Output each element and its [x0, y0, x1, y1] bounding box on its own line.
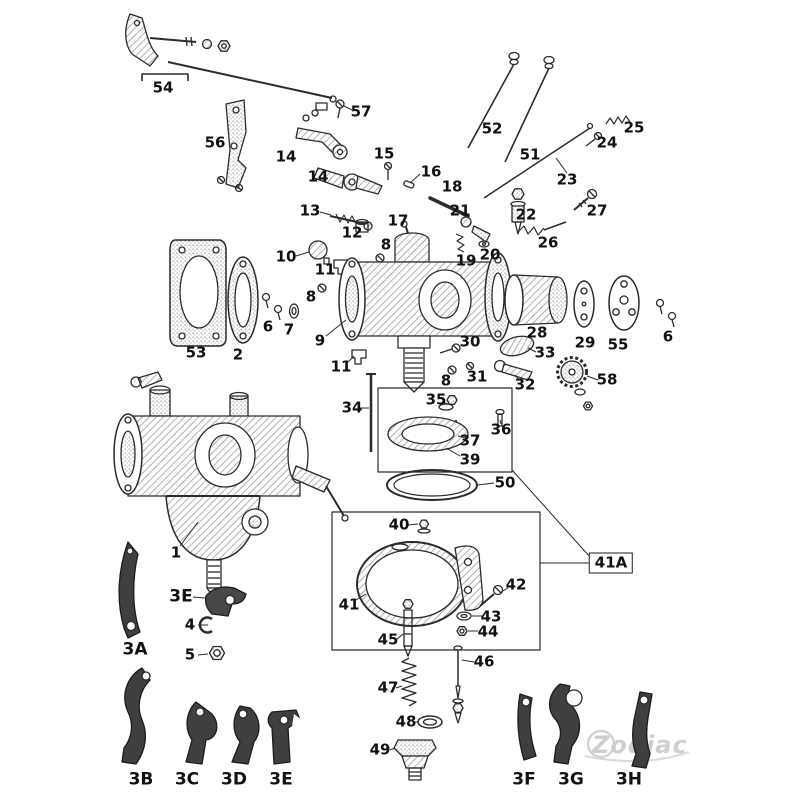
part-28-venturi	[504, 274, 568, 326]
float-assembly-box	[377, 387, 513, 473]
part-45-jet	[395, 599, 414, 657]
bracket-3d	[231, 705, 260, 765]
bracket-3c	[185, 701, 218, 765]
part-20-washer	[478, 240, 490, 248]
part-52-needle	[467, 51, 520, 149]
part-6-7-fasteners	[261, 292, 677, 328]
part-46-needle-valve	[452, 645, 475, 724]
part-3e-upper-bracket	[192, 586, 247, 617]
part-25-spring	[605, 115, 631, 125]
part-15-screw	[383, 161, 393, 180]
part-34-rod	[360, 373, 376, 452]
bracket-3a	[118, 541, 141, 639]
parts-layer	[113, 13, 677, 781]
part-18-rod	[428, 196, 470, 218]
bracket-3b	[121, 667, 151, 765]
part-23-rod	[483, 122, 594, 199]
part-29-disc	[573, 280, 595, 328]
part-14-levers	[295, 109, 383, 195]
bracket-3e-lower	[267, 709, 302, 765]
part-13-link	[319, 211, 373, 231]
part-9-main-body	[325, 232, 512, 393]
part-2-gasket	[227, 256, 259, 344]
part-56-bracket	[216, 99, 247, 193]
part-57-screw	[315, 99, 353, 119]
part-53-gasket	[169, 239, 227, 347]
part-31-screw	[465, 361, 475, 371]
part-48-ring	[414, 715, 443, 729]
clamp-assembly-box	[331, 469, 591, 651]
part-26-spring-rod	[517, 221, 567, 236]
part-12-cup	[355, 218, 369, 233]
part-16-pin	[403, 173, 421, 189]
part-32-lever	[493, 359, 533, 381]
part-47-spring	[395, 657, 417, 707]
bracket-3h	[631, 691, 653, 769]
part-21	[460, 216, 491, 243]
part-51-needle	[504, 55, 555, 163]
part-1-assembled-carb	[113, 371, 349, 599]
part-27-screw	[573, 188, 598, 211]
part-58-toothed-disc	[556, 356, 599, 411]
part-30-screw	[439, 343, 461, 354]
bracket-3f	[517, 693, 537, 761]
part-24-screw	[585, 131, 603, 147]
part-54-linkage	[125, 13, 337, 103]
bracket-3g	[549, 683, 583, 765]
part-19-spring	[455, 233, 465, 253]
part-22-valve	[510, 188, 526, 235]
part-4-snap-ring	[198, 616, 213, 634]
part-49-fitting	[389, 739, 437, 781]
part-10-choke	[295, 240, 330, 265]
part-33-disc	[499, 335, 537, 357]
part-50-gasket	[386, 469, 495, 501]
part-5-nut	[197, 645, 226, 661]
part-55-plate	[608, 275, 640, 331]
